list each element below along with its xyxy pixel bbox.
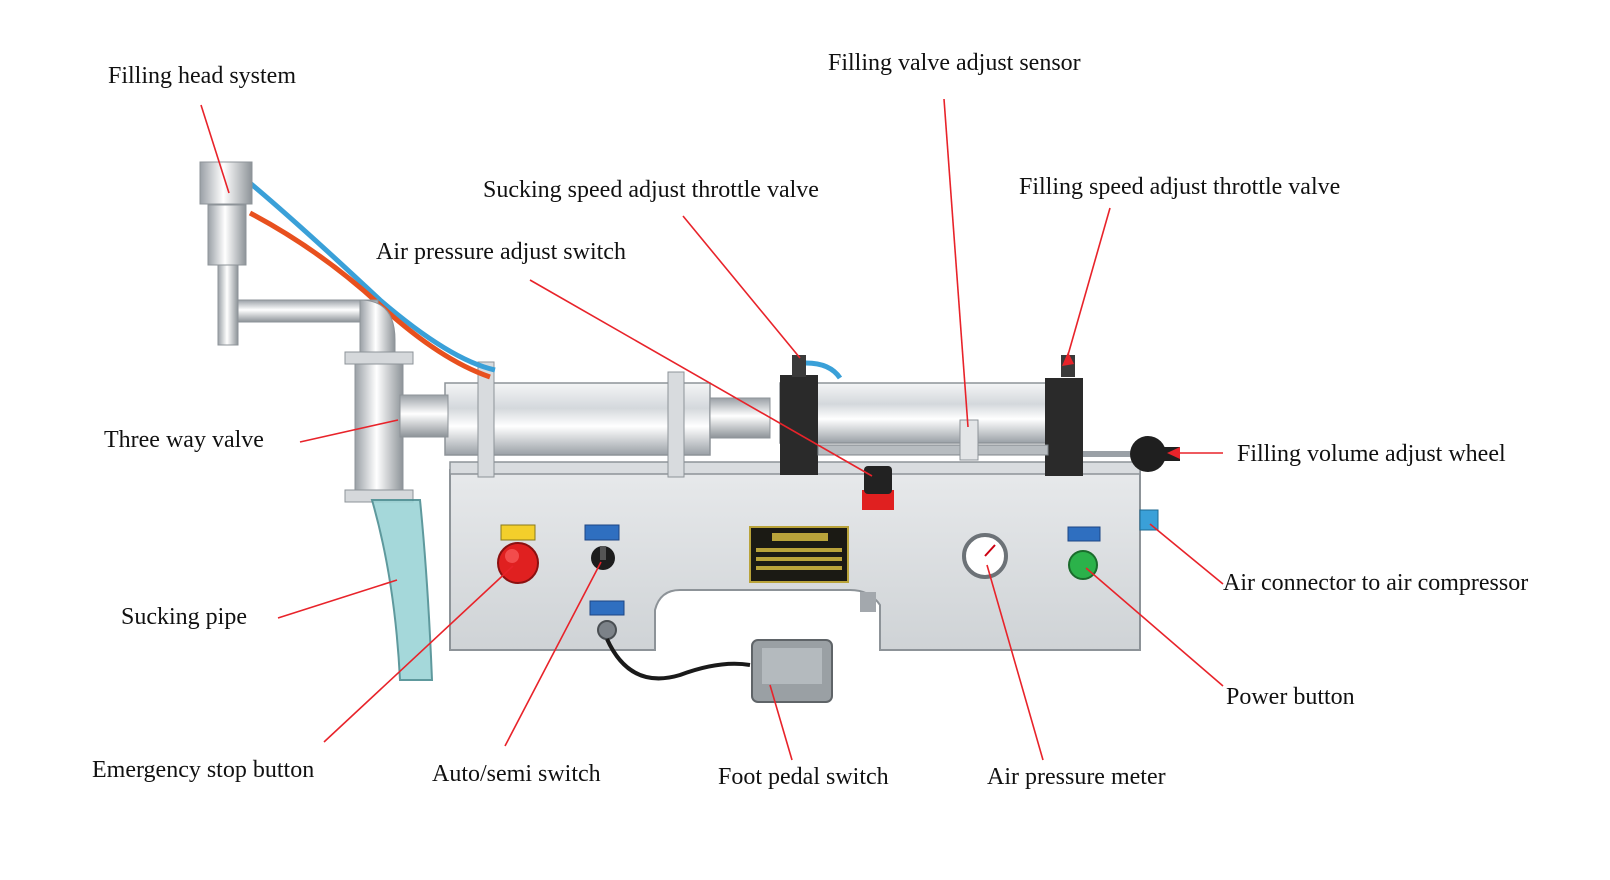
air-cylinder (779, 382, 1081, 444)
leader-foot-pedal (769, 684, 793, 761)
leader-sucking-throttle (682, 215, 801, 359)
label-emergency-stop: Emergency stop button (92, 757, 315, 783)
leader-pressure-meter (986, 564, 1044, 761)
leader-sucking-pipe (277, 579, 398, 619)
label-filling-valve-adjust-sensor: Filling valve adjust sensor (828, 50, 1081, 76)
leader-emergency-stop (323, 565, 514, 743)
power-tag (1067, 526, 1101, 542)
label-auto-semi-switch: Auto/semi switch (432, 761, 601, 787)
label-filling-head-system: Filling head system (108, 63, 296, 89)
label-filling-volume-wheel: Filling volume adjust wheel (1237, 441, 1506, 467)
leader-power-button (1085, 567, 1224, 687)
label-air-connector: Air connector to air compressor (1223, 570, 1529, 596)
leader-three-way-valve (299, 419, 399, 443)
label-power-button: Power button (1226, 684, 1355, 710)
leader-auto-semi (504, 561, 602, 747)
label-foot-pedal-switch: Foot pedal switch (718, 764, 889, 790)
blue-hose (248, 181, 496, 373)
auto-tag (584, 524, 620, 541)
leader-filling-throttle (1067, 207, 1111, 356)
leader-volume-wheel-arrow (1167, 447, 1180, 459)
label-sucking-pipe: Sucking pipe (121, 604, 247, 630)
leader-air-connector (1149, 523, 1224, 585)
pedal-tag (589, 600, 625, 616)
leader-filling-throttle-arrow (1062, 352, 1074, 366)
volume-wheel (1130, 436, 1166, 472)
leader-filling-head (200, 104, 230, 194)
label-three-way-valve: Three way valve (104, 427, 264, 453)
label-filling-speed-throttle: Filling speed adjust throttle valve (1019, 174, 1341, 200)
leader-filling-valve-sensor (943, 98, 969, 428)
air-connector-shape (1139, 509, 1159, 531)
pressure-knob (864, 466, 892, 494)
leader-air-pressure-switch (529, 279, 873, 477)
label-air-pressure-switch: Air pressure adjust switch (376, 239, 626, 265)
label-sucking-speed-throttle: Sucking speed adjust throttle valve (483, 177, 819, 203)
sucking-pipe (370, 499, 434, 681)
label-air-pressure-meter: Air pressure meter (987, 764, 1166, 790)
stop-tag (500, 524, 536, 541)
